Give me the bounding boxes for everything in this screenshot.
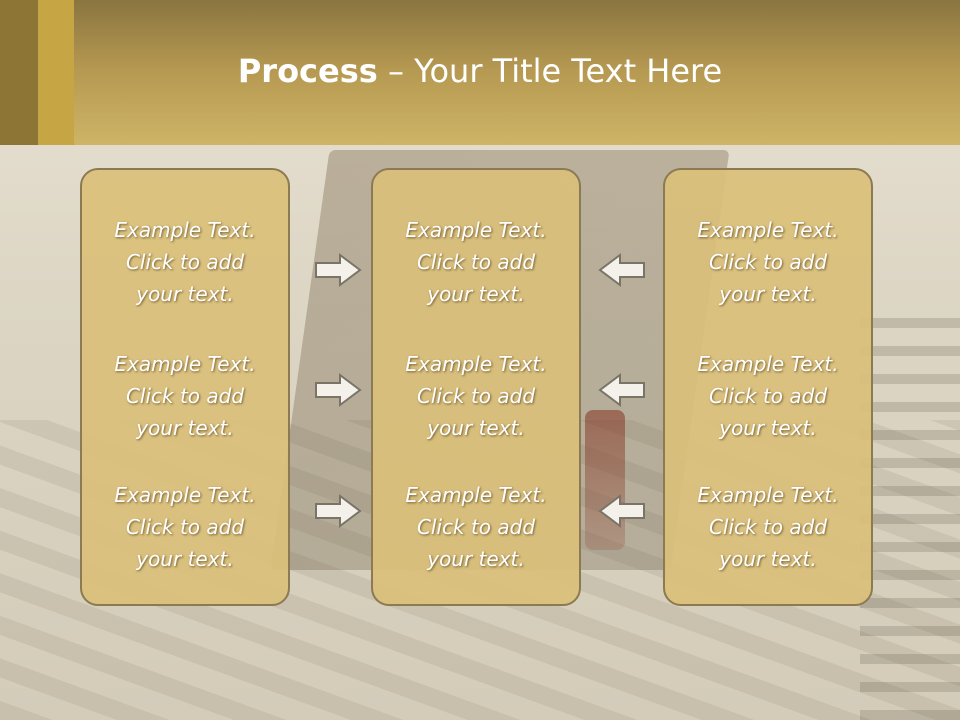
text-block[interactable]: Example Text. Click to add your text. bbox=[373, 479, 579, 575]
text-line: Example Text. bbox=[114, 483, 256, 507]
title-bold: Process bbox=[237, 52, 378, 90]
text-block[interactable]: Example Text. Click to add your text. bbox=[82, 214, 288, 310]
text-block[interactable]: Example Text. Click to add your text. bbox=[373, 348, 579, 444]
text-line: Click to add bbox=[125, 384, 245, 408]
text-line: Example Text. bbox=[697, 352, 839, 376]
text-line: your text. bbox=[136, 547, 234, 571]
arrow-right-icon bbox=[315, 494, 362, 528]
arrow-right-icon bbox=[315, 253, 362, 287]
background-tassel bbox=[585, 410, 625, 550]
slide-title[interactable]: Process – Your Title Text Here bbox=[0, 52, 960, 90]
text-line: Click to add bbox=[708, 515, 828, 539]
text-line: your text. bbox=[427, 416, 525, 440]
text-line: your text. bbox=[719, 282, 817, 306]
text-line: Click to add bbox=[125, 515, 245, 539]
text-line: Example Text. bbox=[697, 483, 839, 507]
title-rest: – Your Title Text Here bbox=[377, 52, 723, 90]
text-line: Click to add bbox=[416, 250, 536, 274]
arrow-left-icon bbox=[598, 373, 645, 407]
text-line: Click to add bbox=[416, 515, 536, 539]
text-line: Example Text. bbox=[697, 218, 839, 242]
text-line: Click to add bbox=[416, 384, 536, 408]
text-block[interactable]: Example Text. Click to add your text. bbox=[82, 348, 288, 444]
text-line: your text. bbox=[719, 547, 817, 571]
text-line: your text. bbox=[427, 282, 525, 306]
header-band: Process – Your Title Text Here bbox=[0, 0, 960, 145]
arrow-left-icon bbox=[598, 253, 645, 287]
arrow-left-icon bbox=[598, 494, 645, 528]
text-block[interactable]: Example Text. Click to add your text. bbox=[665, 348, 871, 444]
text-block[interactable]: Example Text. Click to add your text. bbox=[665, 479, 871, 575]
process-box-left[interactable]: Example Text. Click to add your text. Ex… bbox=[80, 168, 290, 606]
text-line: Example Text. bbox=[405, 218, 547, 242]
text-block[interactable]: Example Text. Click to add your text. bbox=[82, 479, 288, 575]
text-line: Example Text. bbox=[114, 352, 256, 376]
text-block[interactable]: Example Text. Click to add your text. bbox=[665, 214, 871, 310]
text-line: Example Text. bbox=[405, 352, 547, 376]
arrow-right-icon bbox=[315, 373, 362, 407]
header-stripe-dark bbox=[0, 0, 38, 145]
text-line: your text. bbox=[427, 547, 525, 571]
text-line: your text. bbox=[719, 416, 817, 440]
text-line: Click to add bbox=[708, 384, 828, 408]
text-block[interactable]: Example Text. Click to add your text. bbox=[373, 214, 579, 310]
text-line: your text. bbox=[136, 282, 234, 306]
process-box-right[interactable]: Example Text. Click to add your text. Ex… bbox=[663, 168, 873, 606]
text-line: Example Text. bbox=[405, 483, 547, 507]
background-rug-edge bbox=[860, 300, 960, 720]
process-box-center[interactable]: Example Text. Click to add your text. Ex… bbox=[371, 168, 581, 606]
text-line: Click to add bbox=[708, 250, 828, 274]
text-line: your text. bbox=[136, 416, 234, 440]
text-line: Example Text. bbox=[114, 218, 256, 242]
header-stripe-light bbox=[38, 0, 74, 145]
text-line: Click to add bbox=[125, 250, 245, 274]
